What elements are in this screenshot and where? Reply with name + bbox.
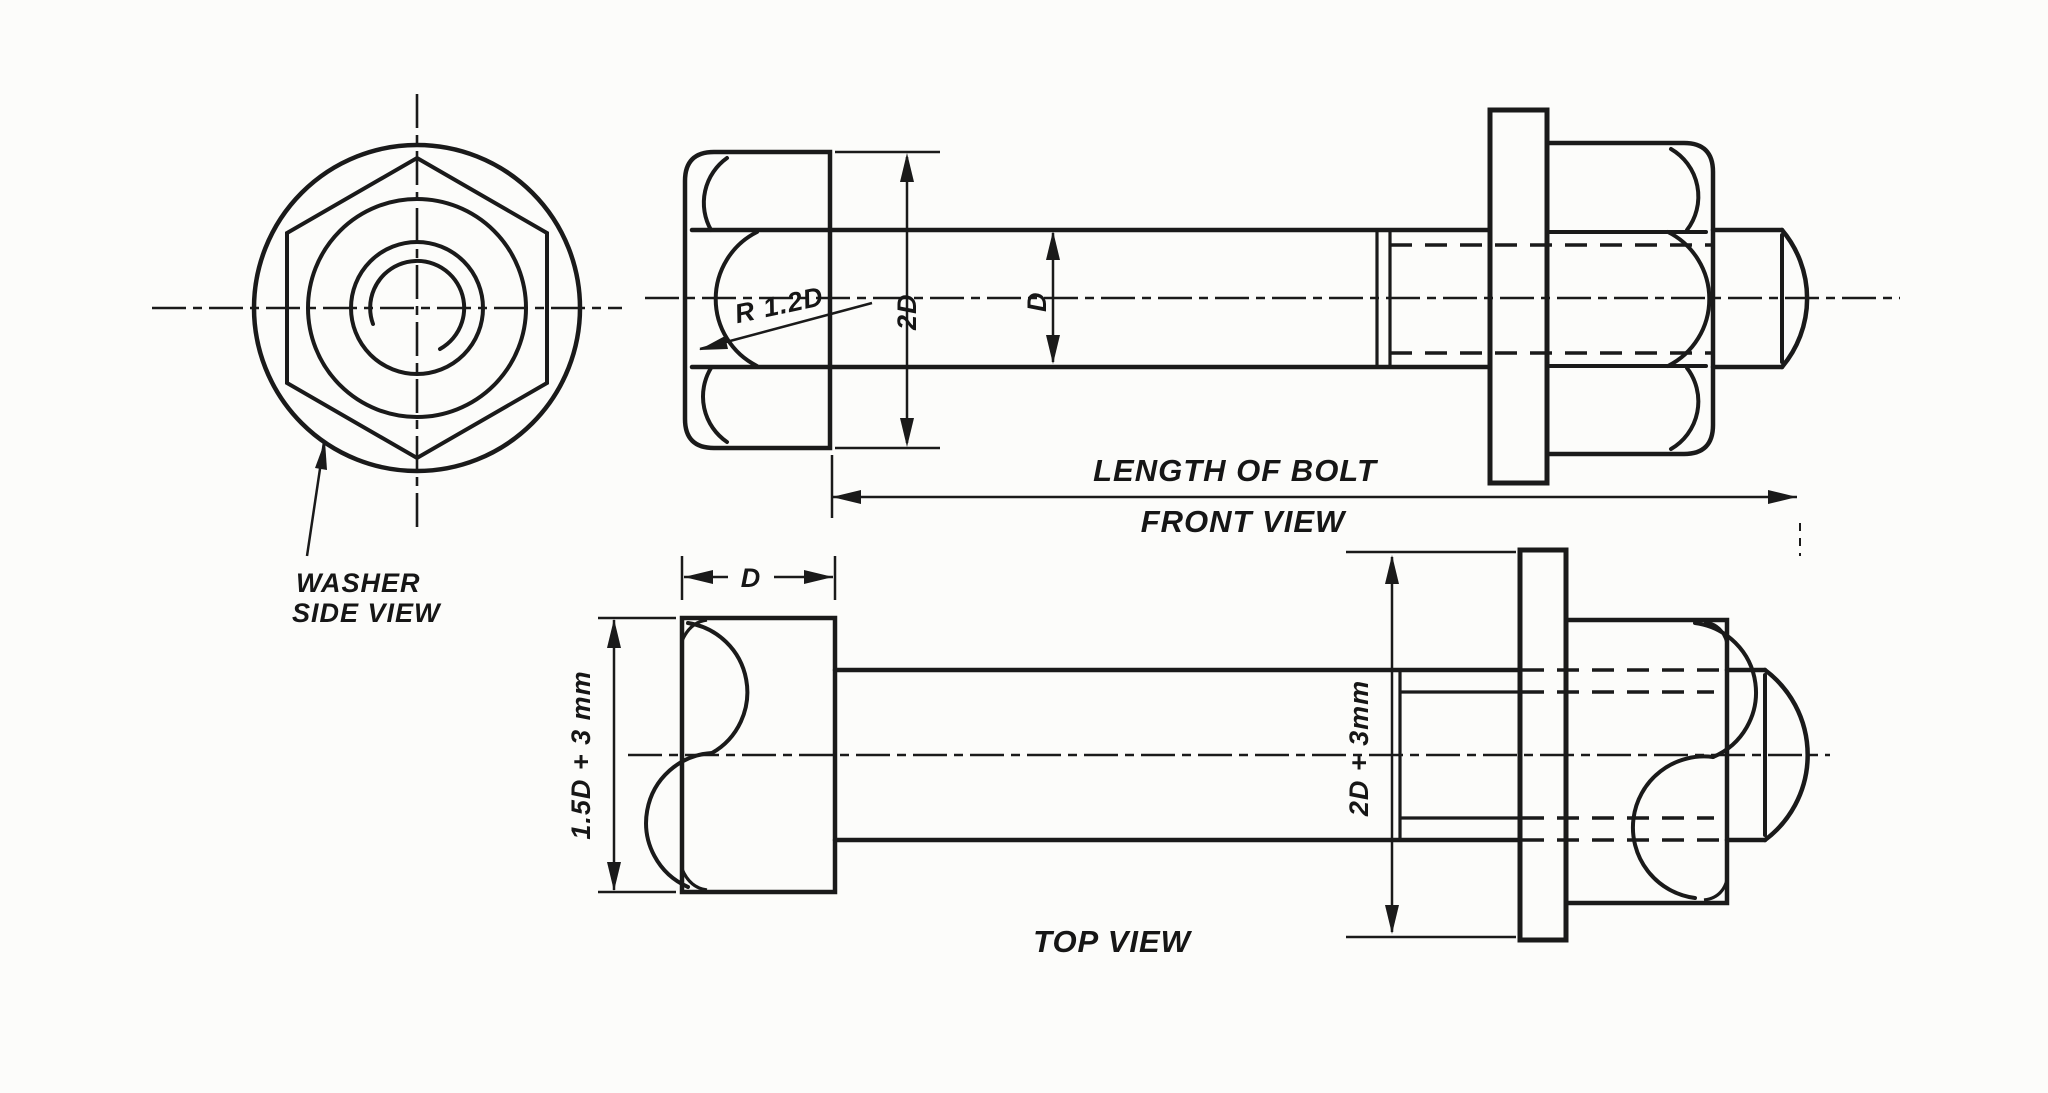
bolt-end-circle [349, 240, 485, 376]
nut-hexagon [285, 155, 549, 461]
washer-side-view-label-line1: WASHER [296, 568, 421, 598]
dim-r12d-leader [699, 301, 873, 351]
dim-2d-arrow-top [900, 153, 914, 182]
nut-center-chamfer-arc [1666, 230, 1712, 368]
front-view: 2D D R 1.2D LENGTH OF BOLT FRONT VIEW [645, 107, 1900, 556]
top-head-lower-arc [644, 751, 714, 889]
dim-dtop-arrow-left [684, 570, 713, 584]
bolt-head-outline [682, 149, 833, 451]
top-view-label: TOP VIEW [1033, 924, 1193, 959]
washer-leader-arrowhead [315, 441, 327, 470]
nut-chamfer-circle [306, 197, 528, 419]
dim-2d-label: 2D [892, 293, 922, 331]
bolt-head-bottom-chamfer-arc [701, 366, 729, 444]
nut-top-chamfer-arc [1669, 147, 1701, 232]
dim-d-arrow-top [1046, 231, 1060, 260]
nut-outline [1544, 140, 1716, 457]
nut-bottom-chamfer-arc [1669, 366, 1701, 451]
washer-side-view-label-line2: SIDE VIEW [292, 598, 442, 628]
top-head-corner-chamfer-1 [680, 618, 708, 642]
dim-dtop-arrow-right [804, 570, 833, 584]
dim-wod-label: 2D + 3mm [1344, 680, 1374, 817]
top-head-outline [679, 615, 838, 895]
washer-front [1487, 107, 1550, 486]
dim-2d-arrow-bottom [900, 418, 914, 447]
dim-dtop-label: D [741, 563, 762, 593]
top-nut-outline [1563, 617, 1730, 906]
bolt-head-center-chamfer-arc [713, 230, 759, 368]
top-head-corner-chamfer-2 [680, 868, 708, 892]
front-view-label: FRONT VIEW [1141, 504, 1347, 539]
dim-length-arrow-left [832, 490, 861, 504]
top-view: D 1.5D + 3 mm 2D + 3mm [566, 547, 1830, 959]
washer-outer-circle [251, 142, 583, 474]
dim-wod-arrow-top [1385, 555, 1399, 584]
dim-r12d-arrowhead [699, 336, 728, 350]
dim-d-label: D [1022, 292, 1052, 313]
dim-af-arrow-bottom [607, 862, 621, 891]
dim-length-arrow-right [1768, 490, 1797, 504]
top-head-upper-arc [686, 621, 750, 755]
dim-af-label: 1.5D + 3 mm [566, 670, 596, 839]
top-nut-corner-chamfer-2 [1703, 879, 1729, 902]
top-nut-lower-arc [1630, 754, 1715, 900]
dim-d-arrow-bottom [1046, 335, 1060, 364]
top-nut-corner-chamfer-1 [1703, 620, 1729, 644]
dim-r12d-label: R 1.2D [732, 281, 826, 329]
bolt-end-dome-arc [1779, 227, 1810, 370]
thread-root-arc [368, 258, 467, 351]
washer-side-view: WASHER SIDE VIEW [152, 94, 622, 628]
dim-af-arrow-top [607, 619, 621, 648]
dim-wod-arrow-bottom [1385, 905, 1399, 934]
bolt-head-top-chamfer-arc [701, 156, 729, 232]
top-washer [1517, 547, 1569, 943]
length-of-bolt-label: LENGTH OF BOLT [1093, 453, 1379, 488]
top-bolt-end-dome-arc [1762, 667, 1810, 843]
